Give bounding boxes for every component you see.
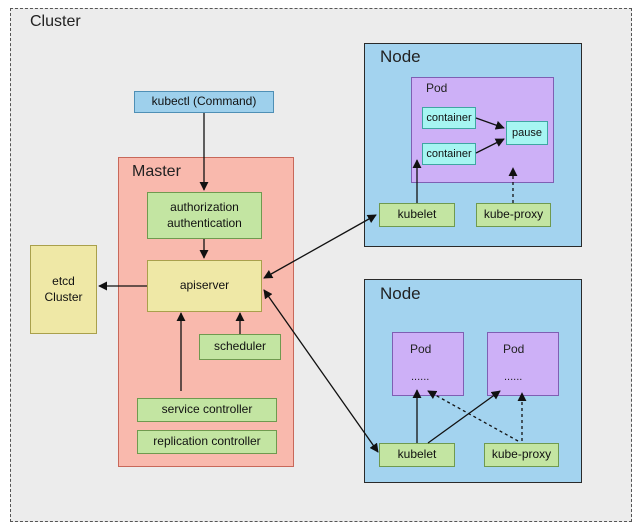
pause-label: pause [512, 126, 542, 139]
pod-content-node2-b: ...... [504, 371, 523, 383]
node-label-1: Node [380, 47, 421, 66]
kubelet-label-node1: kubelet [397, 207, 437, 222]
container-label-1: container [426, 111, 472, 124]
pod-label-node1: Pod [426, 81, 448, 95]
arrow-apiserver-kubelet1 [263, 214, 377, 279]
cluster-label: Cluster [30, 13, 81, 30]
kubectl-box: kubectl (Command) [134, 91, 274, 113]
pod-label-node2-a: Pod [410, 342, 432, 356]
apiserver-label: apiserver [179, 278, 230, 293]
arrow-container2-pause [475, 138, 505, 154]
pod-node2-a [392, 332, 464, 396]
kube-proxy-box-node2: kube-proxy [484, 443, 559, 467]
kubelet-box-node1: kubelet [379, 203, 455, 227]
kube-proxy-box-node1: kube-proxy [476, 203, 551, 227]
node-label-2: Node [380, 284, 421, 303]
pod-label-node2-b: Pod [503, 342, 525, 356]
scheduler-label: scheduler [213, 339, 267, 354]
etcd-label-1: etcd [52, 273, 75, 288]
kubelet-label-node2: kubelet [397, 447, 437, 462]
container-box-1: container [422, 107, 476, 129]
container-label-2: container [426, 147, 472, 160]
master-label: Master [132, 163, 181, 180]
pod-content-node2-a: ...... [411, 371, 430, 383]
kube-proxy-label-node1: kube-proxy [483, 207, 544, 222]
container-box-2: container [422, 143, 476, 165]
service-controller-box: service controller [137, 398, 277, 422]
arrow-container1-pause [475, 117, 505, 130]
service-controller-label: service controller [161, 402, 253, 417]
kubectl-label: kubectl (Command) [151, 94, 257, 109]
arrow-apiserver-kubelet2 [263, 289, 379, 453]
kubelet-box-node2: kubelet [379, 443, 455, 467]
arrow-kubeproxy2-pod-a [427, 390, 519, 442]
arrow-kubelet2-pod-b [427, 390, 501, 444]
kube-proxy-label-node2: kube-proxy [491, 447, 552, 462]
etcd-box: etcd Cluster [30, 245, 97, 334]
replication-controller-box: replication controller [137, 430, 277, 454]
auth-label-2: authentication [167, 215, 242, 230]
apiserver-box: apiserver [147, 260, 262, 312]
auth-label-1: authorization [170, 199, 239, 214]
replication-controller-label: replication controller [153, 434, 261, 449]
pod-node2-b [487, 332, 559, 396]
pause-box: pause [506, 121, 548, 145]
auth-box: authorization authentication [147, 192, 262, 239]
etcd-label-2: Cluster [44, 289, 83, 304]
